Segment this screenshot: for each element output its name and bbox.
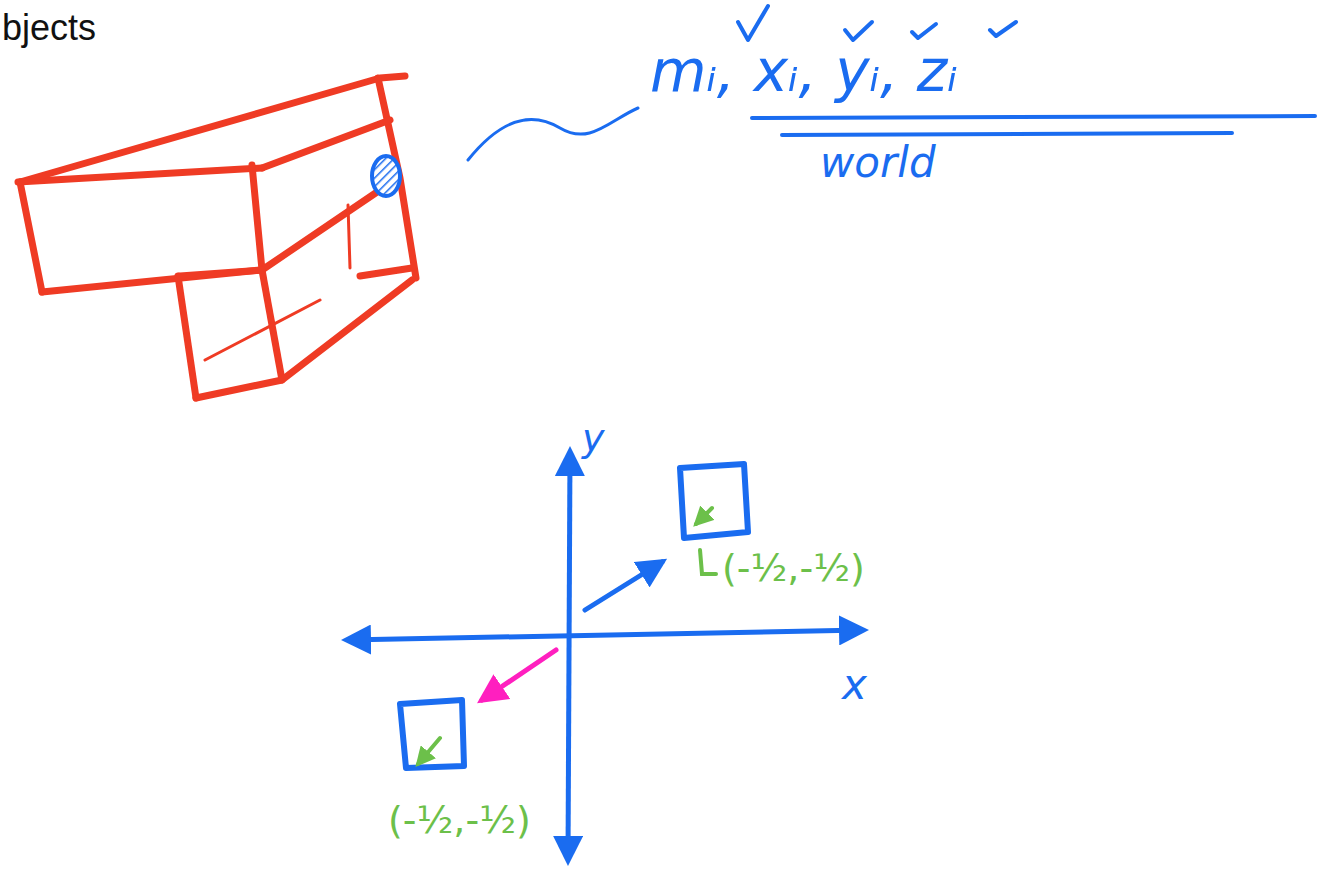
picked-point xyxy=(372,156,400,196)
leader-line xyxy=(468,108,638,160)
green-bracket xyxy=(700,550,716,574)
check-marks xyxy=(738,6,1016,40)
object-edge xyxy=(20,182,42,292)
object-edge xyxy=(196,280,412,398)
check-mark xyxy=(912,24,936,38)
object-edge xyxy=(178,276,196,398)
slide-title: bjects xyxy=(2,8,96,48)
coordinate-label: (-½,-½) xyxy=(388,800,531,842)
offset-arrow xyxy=(482,650,556,700)
square xyxy=(400,700,464,768)
axis-label: x xyxy=(842,662,867,708)
y-axis xyxy=(568,452,570,860)
square xyxy=(680,464,748,538)
check-mark xyxy=(845,22,872,40)
coordinate-label: (-½,-½) xyxy=(722,548,865,590)
object-edge xyxy=(20,76,405,182)
object-edge xyxy=(42,270,262,292)
x-axis xyxy=(347,630,863,640)
object-edge xyxy=(262,120,390,168)
space-label: world xyxy=(820,140,936,186)
axis-label: y xyxy=(582,418,605,460)
check-mark xyxy=(990,22,1016,36)
object-edge xyxy=(180,270,262,276)
object-edge xyxy=(360,268,412,276)
object-edge xyxy=(205,300,320,360)
object-sketch xyxy=(18,76,416,398)
underline xyxy=(782,133,1232,135)
object-edge xyxy=(348,205,350,268)
local-origin-arrow xyxy=(418,738,440,764)
offset-arrow xyxy=(585,562,662,610)
object-edge xyxy=(262,190,380,270)
check-mark xyxy=(738,6,768,40)
underline xyxy=(752,116,1315,118)
world-attributes: mᵢ, xᵢ, yᵢ, zᵢ xyxy=(650,40,958,104)
object-edge xyxy=(252,165,262,270)
local-origin-arrow xyxy=(696,508,712,524)
